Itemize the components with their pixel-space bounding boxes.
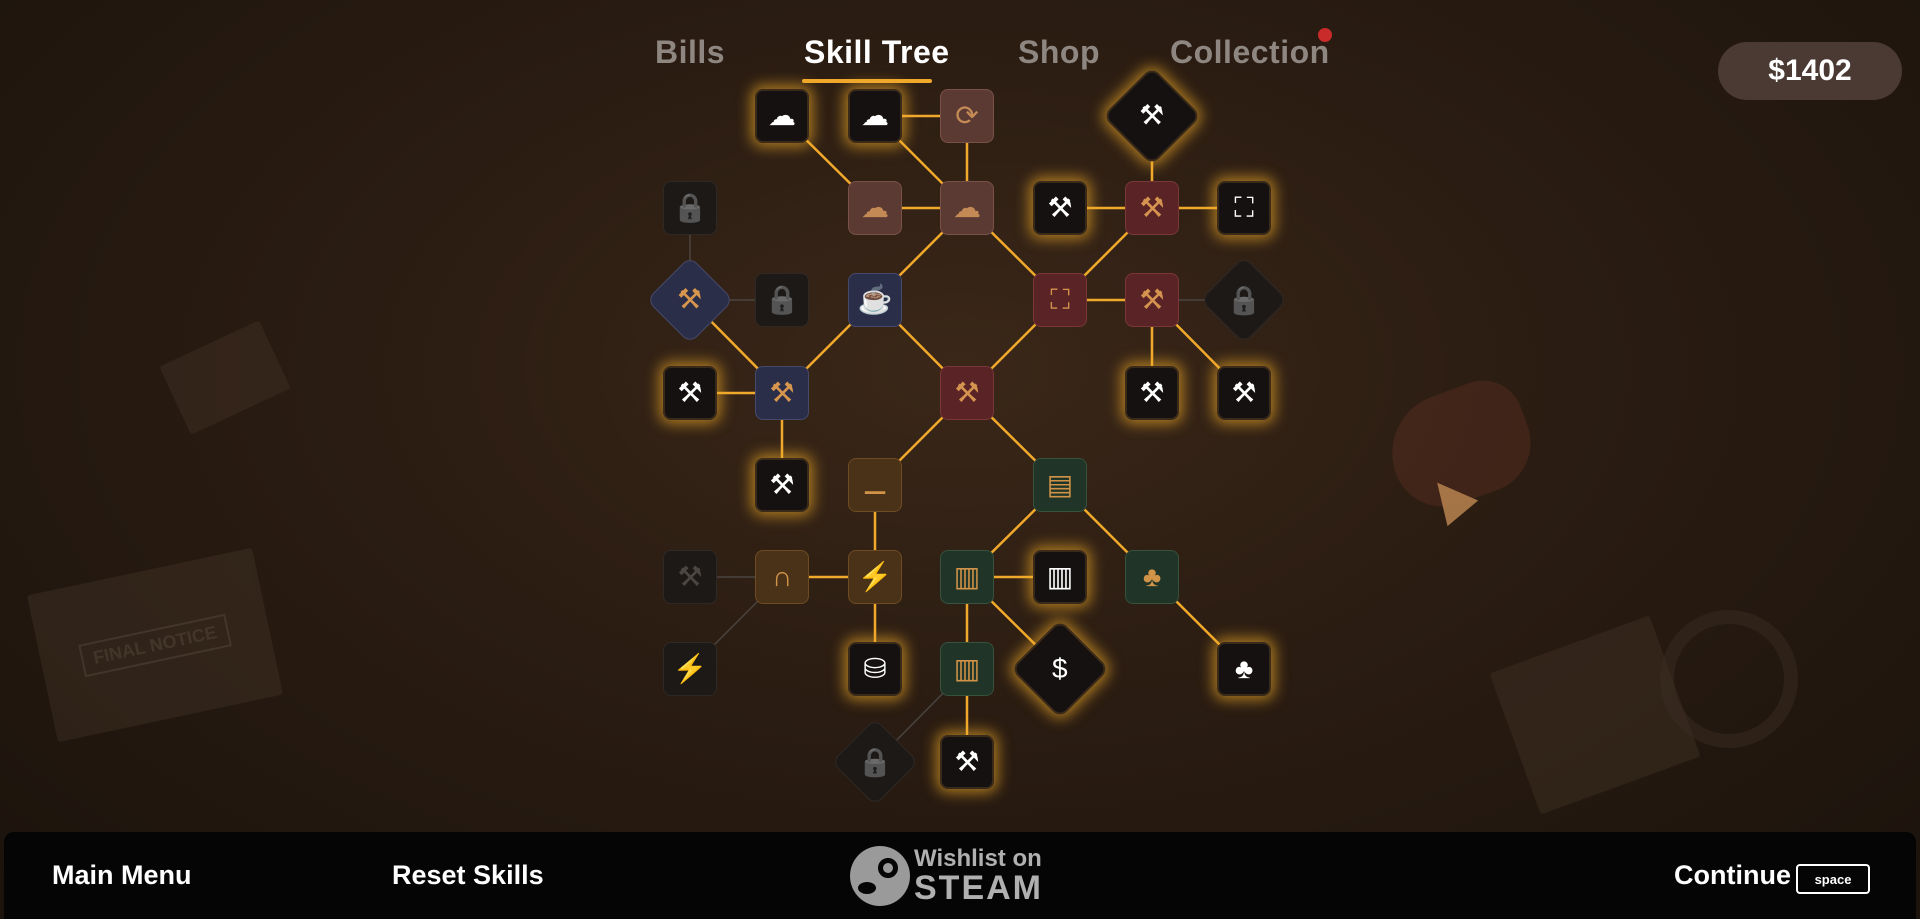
lock-icon: 🔒 <box>857 746 893 777</box>
main-menu-button[interactable]: Main Menu <box>52 860 192 890</box>
reset-skills-button[interactable]: Reset Skills <box>392 860 544 890</box>
energy-drink-icon: ⚡ <box>857 561 893 592</box>
skill-node[interactable]: ⚒ <box>1217 366 1271 420</box>
skill-node[interactable]: ⚒ <box>663 366 717 420</box>
skill-node[interactable]: ⚊ <box>848 458 902 512</box>
skill-node[interactable]: ⛁ <box>848 642 902 696</box>
rock-pile-icon: ⛁ <box>863 653 887 684</box>
skill-node[interactable]: ▤ <box>1033 458 1087 512</box>
cash-up-icon: ▥ <box>1046 561 1074 592</box>
hammer-spark-icon: ⚒ <box>1139 377 1165 408</box>
cash-up-icon: ▥ <box>953 653 981 684</box>
skill-node[interactable]: ⚒ <box>940 366 994 420</box>
hammer-smash-icon: ⚒ <box>1139 99 1165 131</box>
lock-icon: 🔒 <box>764 284 800 315</box>
skill-node[interactable]: ☁ <box>848 89 902 143</box>
dumbbell-icon: ⚊ <box>862 469 888 500</box>
expand-icon: ⛶ <box>1050 284 1070 315</box>
skill-node[interactable]: ☕ <box>848 273 902 327</box>
steam-wishlist-label: Wishlist on <box>914 845 1042 872</box>
continue-button[interactable]: Continue <box>1674 860 1791 890</box>
tab-collection[interactable]: Collection <box>1170 34 1330 70</box>
skill-node[interactable]: ⚡ <box>848 550 902 604</box>
skill-node[interactable]: ⚒ <box>663 550 717 604</box>
skill-node[interactable]: ⚡ <box>663 642 717 696</box>
skill-node[interactable]: 🔒 <box>755 273 809 327</box>
lock-icon: 🔒 <box>1226 284 1262 315</box>
hammer-drop-icon: ⚒ <box>677 377 703 408</box>
skill-node[interactable]: ▥ <box>940 550 994 604</box>
skill-node[interactable]: ⚒ <box>940 735 994 789</box>
steam-label: STEAM <box>914 869 1043 907</box>
hammer-icon: ⚒ <box>1139 284 1165 315</box>
hand-grip-icon: ∩ <box>771 561 793 592</box>
skill-node[interactable]: ⚒ <box>1125 273 1179 327</box>
skill-node[interactable]: ⚒ <box>755 366 809 420</box>
skill-node[interactable]: ▥ <box>1033 550 1087 604</box>
scrap-pile-icon: ☁ <box>861 192 889 223</box>
notification-dot <box>1318 28 1332 42</box>
skill-node[interactable]: ⛶ <box>1217 181 1271 235</box>
skill-node[interactable]: ⚒ <box>755 458 809 512</box>
hammer-icon: ⚒ <box>1047 192 1073 223</box>
hammer-icon: ⚒ <box>954 377 980 408</box>
skill-node[interactable]: ▥ <box>940 642 994 696</box>
skill-node[interactable]: ♣ <box>1217 642 1271 696</box>
active-tab-underline <box>802 79 932 83</box>
skill-node[interactable]: ⚒ <box>1125 366 1179 420</box>
hammer-icon: ⚒ <box>1139 192 1165 223</box>
hammer-icon: ⚒ <box>677 561 703 592</box>
clover-icon: ♣ <box>1142 561 1162 592</box>
tab-bills[interactable]: Bills <box>655 34 726 70</box>
skill-node[interactable]: ⚒ <box>1125 181 1179 235</box>
skill-node[interactable]: ♣ <box>1125 550 1179 604</box>
lock-icon: 🔒 <box>672 192 708 223</box>
skill-node[interactable]: ☁ <box>755 89 809 143</box>
hammer-book-icon: ⚒ <box>954 746 980 777</box>
rocks-cycle-icon: ⟳ <box>955 100 979 131</box>
tab-shop[interactable]: Shop <box>1018 34 1100 70</box>
coffee-mug-icon: ☕ <box>857 284 893 315</box>
hammer-strike-icon: ⚒ <box>677 283 703 315</box>
piggy-bank-icon: $ <box>1052 652 1068 684</box>
skill-node[interactable]: ∩ <box>755 550 809 604</box>
skill-node[interactable]: ⚒ <box>1033 181 1087 235</box>
skill-node[interactable]: ☁ <box>940 181 994 235</box>
cash-up-icon: ▥ <box>953 561 981 592</box>
wishlist-steam-button[interactable]: Wishlist on STEAM <box>850 846 1043 906</box>
lightning-icon: ⚡ <box>672 653 708 684</box>
skill-node[interactable]: ⛶ <box>1033 273 1087 327</box>
scrap-pile-icon: ☁ <box>768 100 796 131</box>
steam-logo-icon <box>850 846 910 906</box>
expand-icon: ⛶ <box>1234 192 1254 223</box>
scrap-pile-icon: ☁ <box>953 192 981 223</box>
tab-skill-tree[interactable]: Skill Tree <box>804 34 950 70</box>
scrap-sparkle-icon: ☁ <box>861 100 889 131</box>
money-display: $1402 <box>1718 42 1902 100</box>
cash-stack-icon: ▤ <box>1046 469 1074 500</box>
bottom-bar <box>4 832 1916 919</box>
hammer-icon: ⚒ <box>1231 377 1257 408</box>
hammer-cross-icon: ⚒ <box>769 469 795 500</box>
hammer-drop-icon: ⚒ <box>769 377 795 408</box>
space-key-hint: space <box>1796 864 1870 894</box>
skill-node[interactable]: ⟳ <box>940 89 994 143</box>
skill-node[interactable]: ☁ <box>848 181 902 235</box>
skill-node[interactable]: 🔒 <box>663 181 717 235</box>
clover-icon: ♣ <box>1234 653 1254 684</box>
